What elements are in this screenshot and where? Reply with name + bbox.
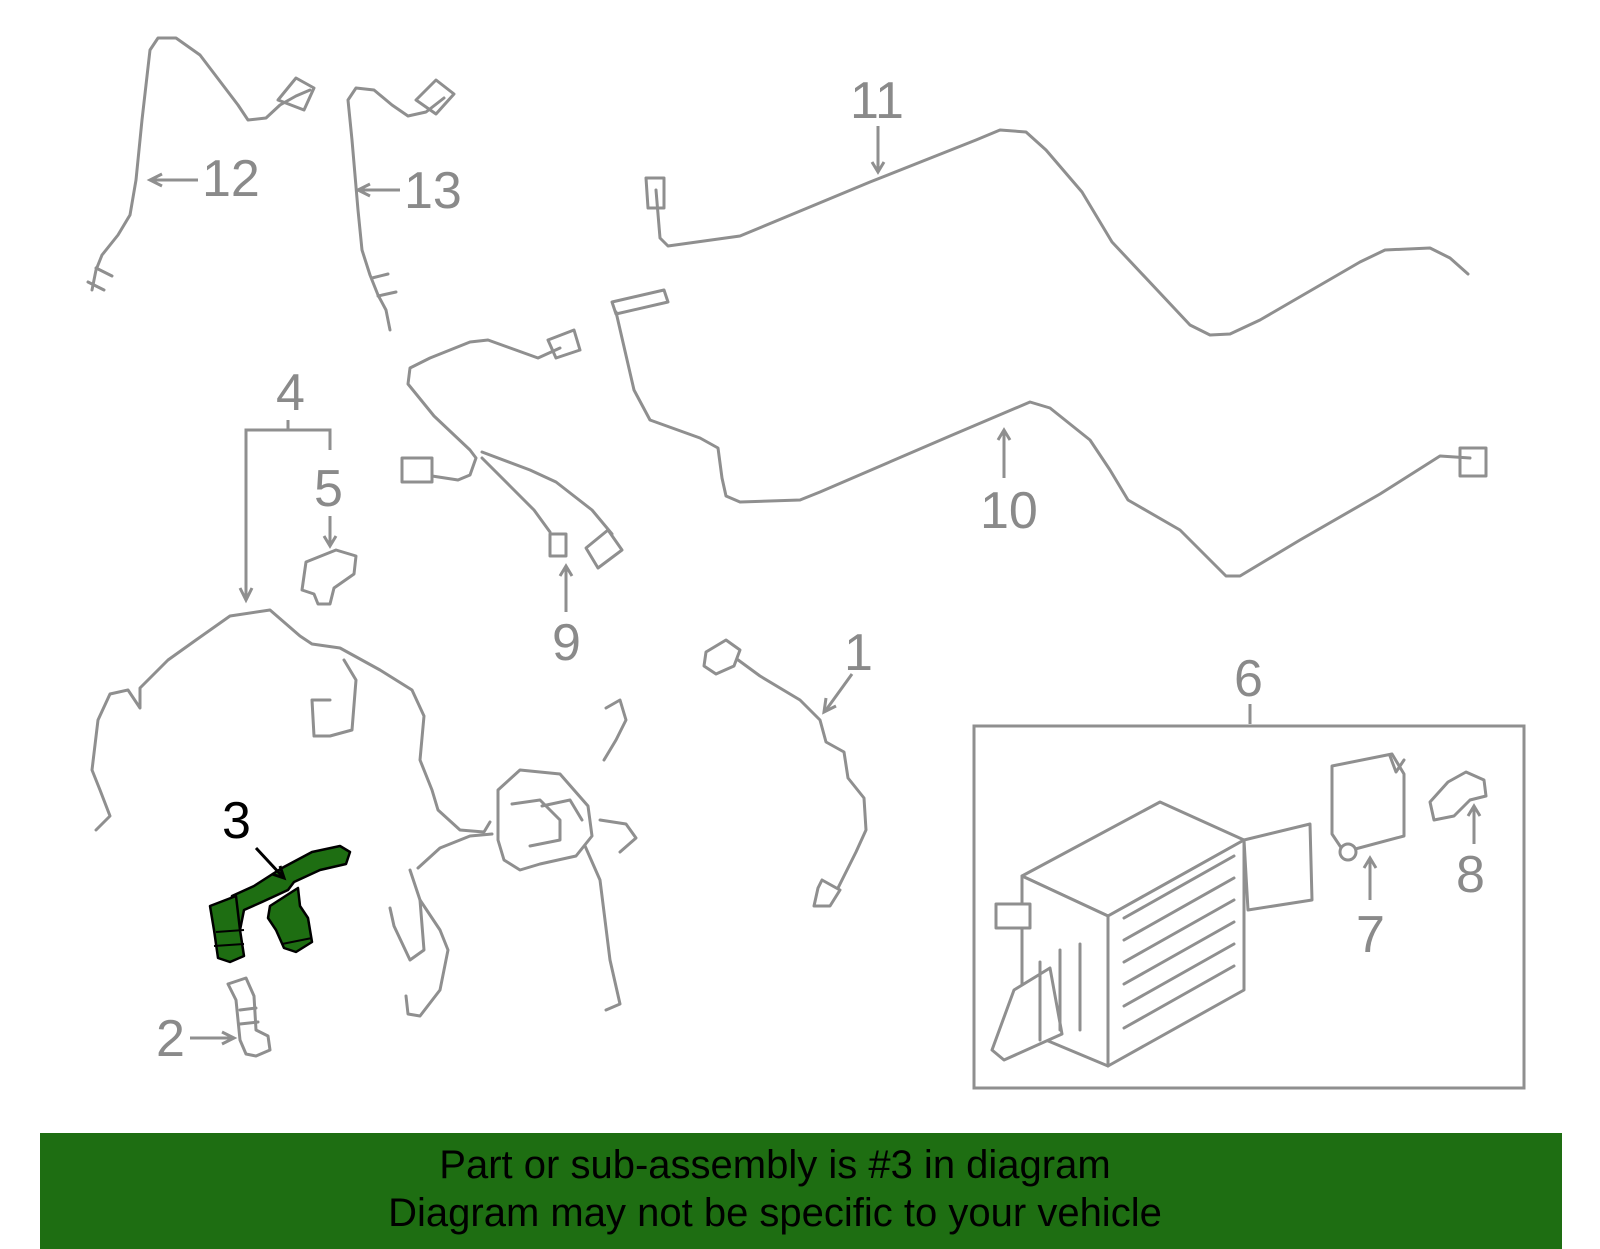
callout-9: 9 — [552, 614, 581, 672]
part-2-valve[interactable] — [226, 976, 272, 1058]
callout-7: 7 — [1356, 906, 1385, 964]
part-13-oxygen-sensor[interactable] — [346, 78, 456, 332]
part-6-canister[interactable] — [990, 800, 1314, 1068]
part-9-wire-harness[interactable] — [400, 328, 624, 570]
banner-line-1: Part or sub-assembly is #3 in diagram — [439, 1143, 1111, 1187]
leader-3 — [254, 846, 284, 878]
callout-6: 6 — [1234, 650, 1263, 708]
callout-5: 5 — [314, 460, 343, 518]
leader-4 — [244, 420, 332, 598]
callout-13: 13 — [404, 162, 462, 220]
leader-1 — [824, 673, 854, 711]
part-12-oxygen-sensor[interactable] — [86, 36, 316, 292]
part-4-engine-harness[interactable] — [90, 608, 638, 1018]
part-6-canister-box[interactable] — [972, 724, 1526, 1090]
part-3-vent-hose[interactable] — [208, 844, 352, 964]
callout-12: 12 — [202, 150, 260, 208]
callout-8: 8 — [1456, 846, 1485, 904]
callout-2: 2 — [156, 1010, 185, 1068]
part-1-sensor[interactable] — [702, 638, 868, 908]
banner-line-2: Diagram may not be specific to your vehi… — [388, 1191, 1162, 1235]
callout-10: 10 — [980, 482, 1038, 540]
info-banner: Part or sub-assembly is #3 in diagram Di… — [40, 1133, 1562, 1249]
callout-4: 4 — [276, 364, 305, 422]
callout-11: 11 — [850, 72, 904, 130]
part-7-module[interactable] — [1330, 752, 1406, 862]
parts-diagram: 12 13 11 10 9 4 5 — [86, 36, 1526, 1090]
callout-3: 3 — [222, 792, 251, 850]
part-5-sensor[interactable] — [300, 548, 358, 606]
part-8-valve[interactable] — [1428, 770, 1488, 822]
part-11-wire-harness[interactable] — [644, 128, 1470, 337]
part-10-wire-harness[interactable] — [610, 288, 1488, 578]
callout-1: 1 — [844, 624, 873, 682]
